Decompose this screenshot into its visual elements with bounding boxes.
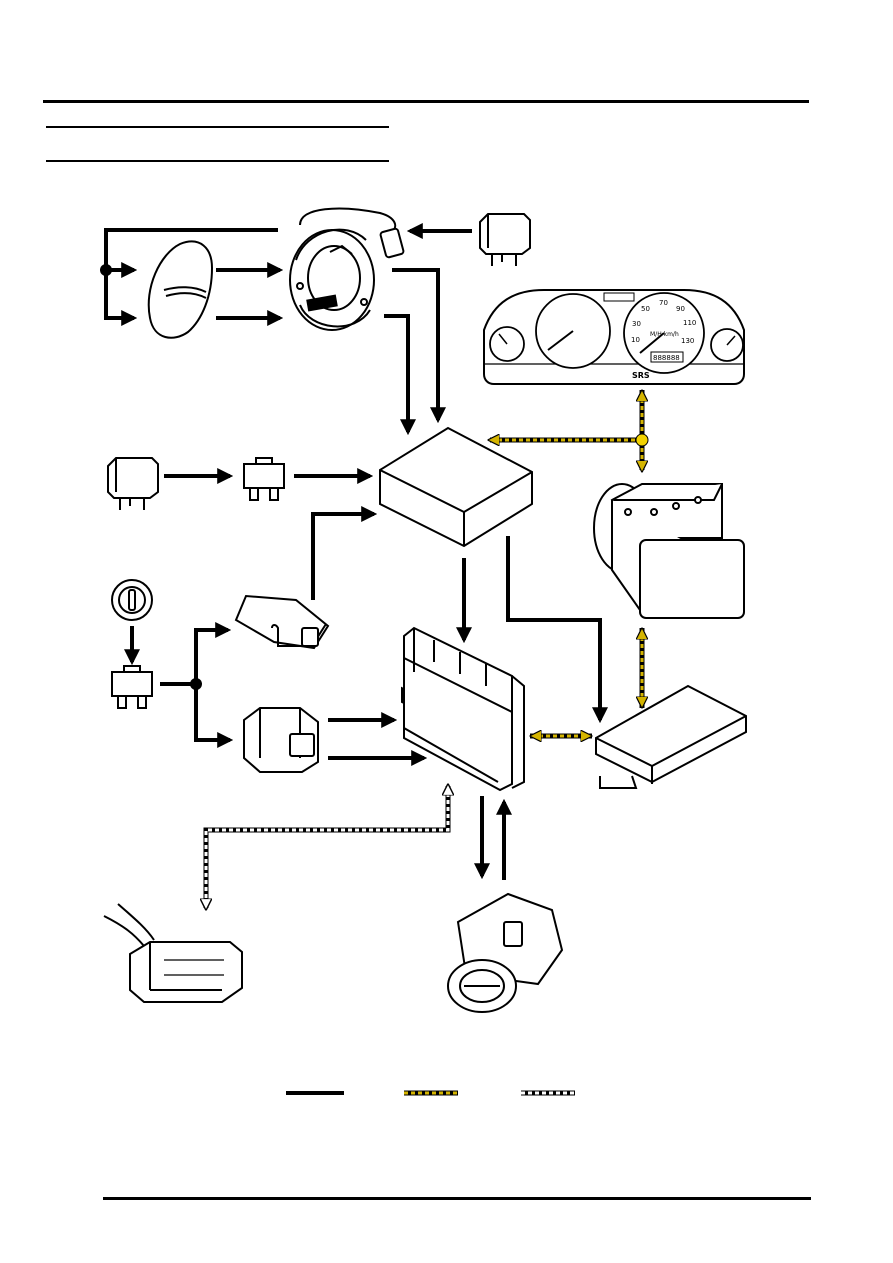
speed-number: 10 [631,336,640,344]
speed-number: 110 [683,319,696,327]
fuse-mid [243,457,285,501]
speed-unit: M/H km/h [650,331,679,338]
footer-rule [103,1197,811,1200]
instrument-cluster [483,289,745,385]
ignition-switch [111,579,153,621]
hardwired-connections [104,223,608,880]
junction-dots [100,264,202,690]
seat-belt-switch [243,707,319,773]
relay-top [479,213,531,266]
hardwire-coupler-dcu-2 [384,314,416,436]
deactivation-switch [234,594,330,650]
throttle-body [447,892,564,1013]
header-rule-sub-1 [46,126,389,128]
fuse-lower [111,665,153,709]
diagnostic-connector [103,903,243,1003]
hardwire-dcu-passenger [506,536,608,724]
hardwire-fuse-branch [160,622,232,686]
cluster-labels: 10 30 50 70 90 110 130 M/H km/h 888888 S… [631,299,696,380]
speed-number: 50 [641,305,650,313]
driver-airbag-module [147,240,214,339]
speed-number: 130 [681,337,694,345]
header-rule-sub-2 [46,160,389,162]
odometer-readout: 888888 [653,354,680,362]
abs-modulator [593,483,745,619]
rotary-coupler [289,207,405,331]
passenger-airbag-module [595,684,747,789]
engine-control-module [403,626,525,792]
speed-number: 90 [676,305,685,313]
header-rule-top [43,100,809,103]
can-node [635,433,649,447]
relay-mid [107,457,159,510]
speed-number: 30 [632,320,641,328]
srs-warning-label: SRS [632,371,650,380]
hardwire-fuse-branch-down [194,684,234,748]
can-bus-connections [490,390,649,736]
hardwire-switch-dcu [311,506,378,600]
diagnostic-serial-connection [206,786,448,908]
hardwire-coupler-dcu-1 [392,268,446,424]
speed-number: 70 [659,299,668,307]
